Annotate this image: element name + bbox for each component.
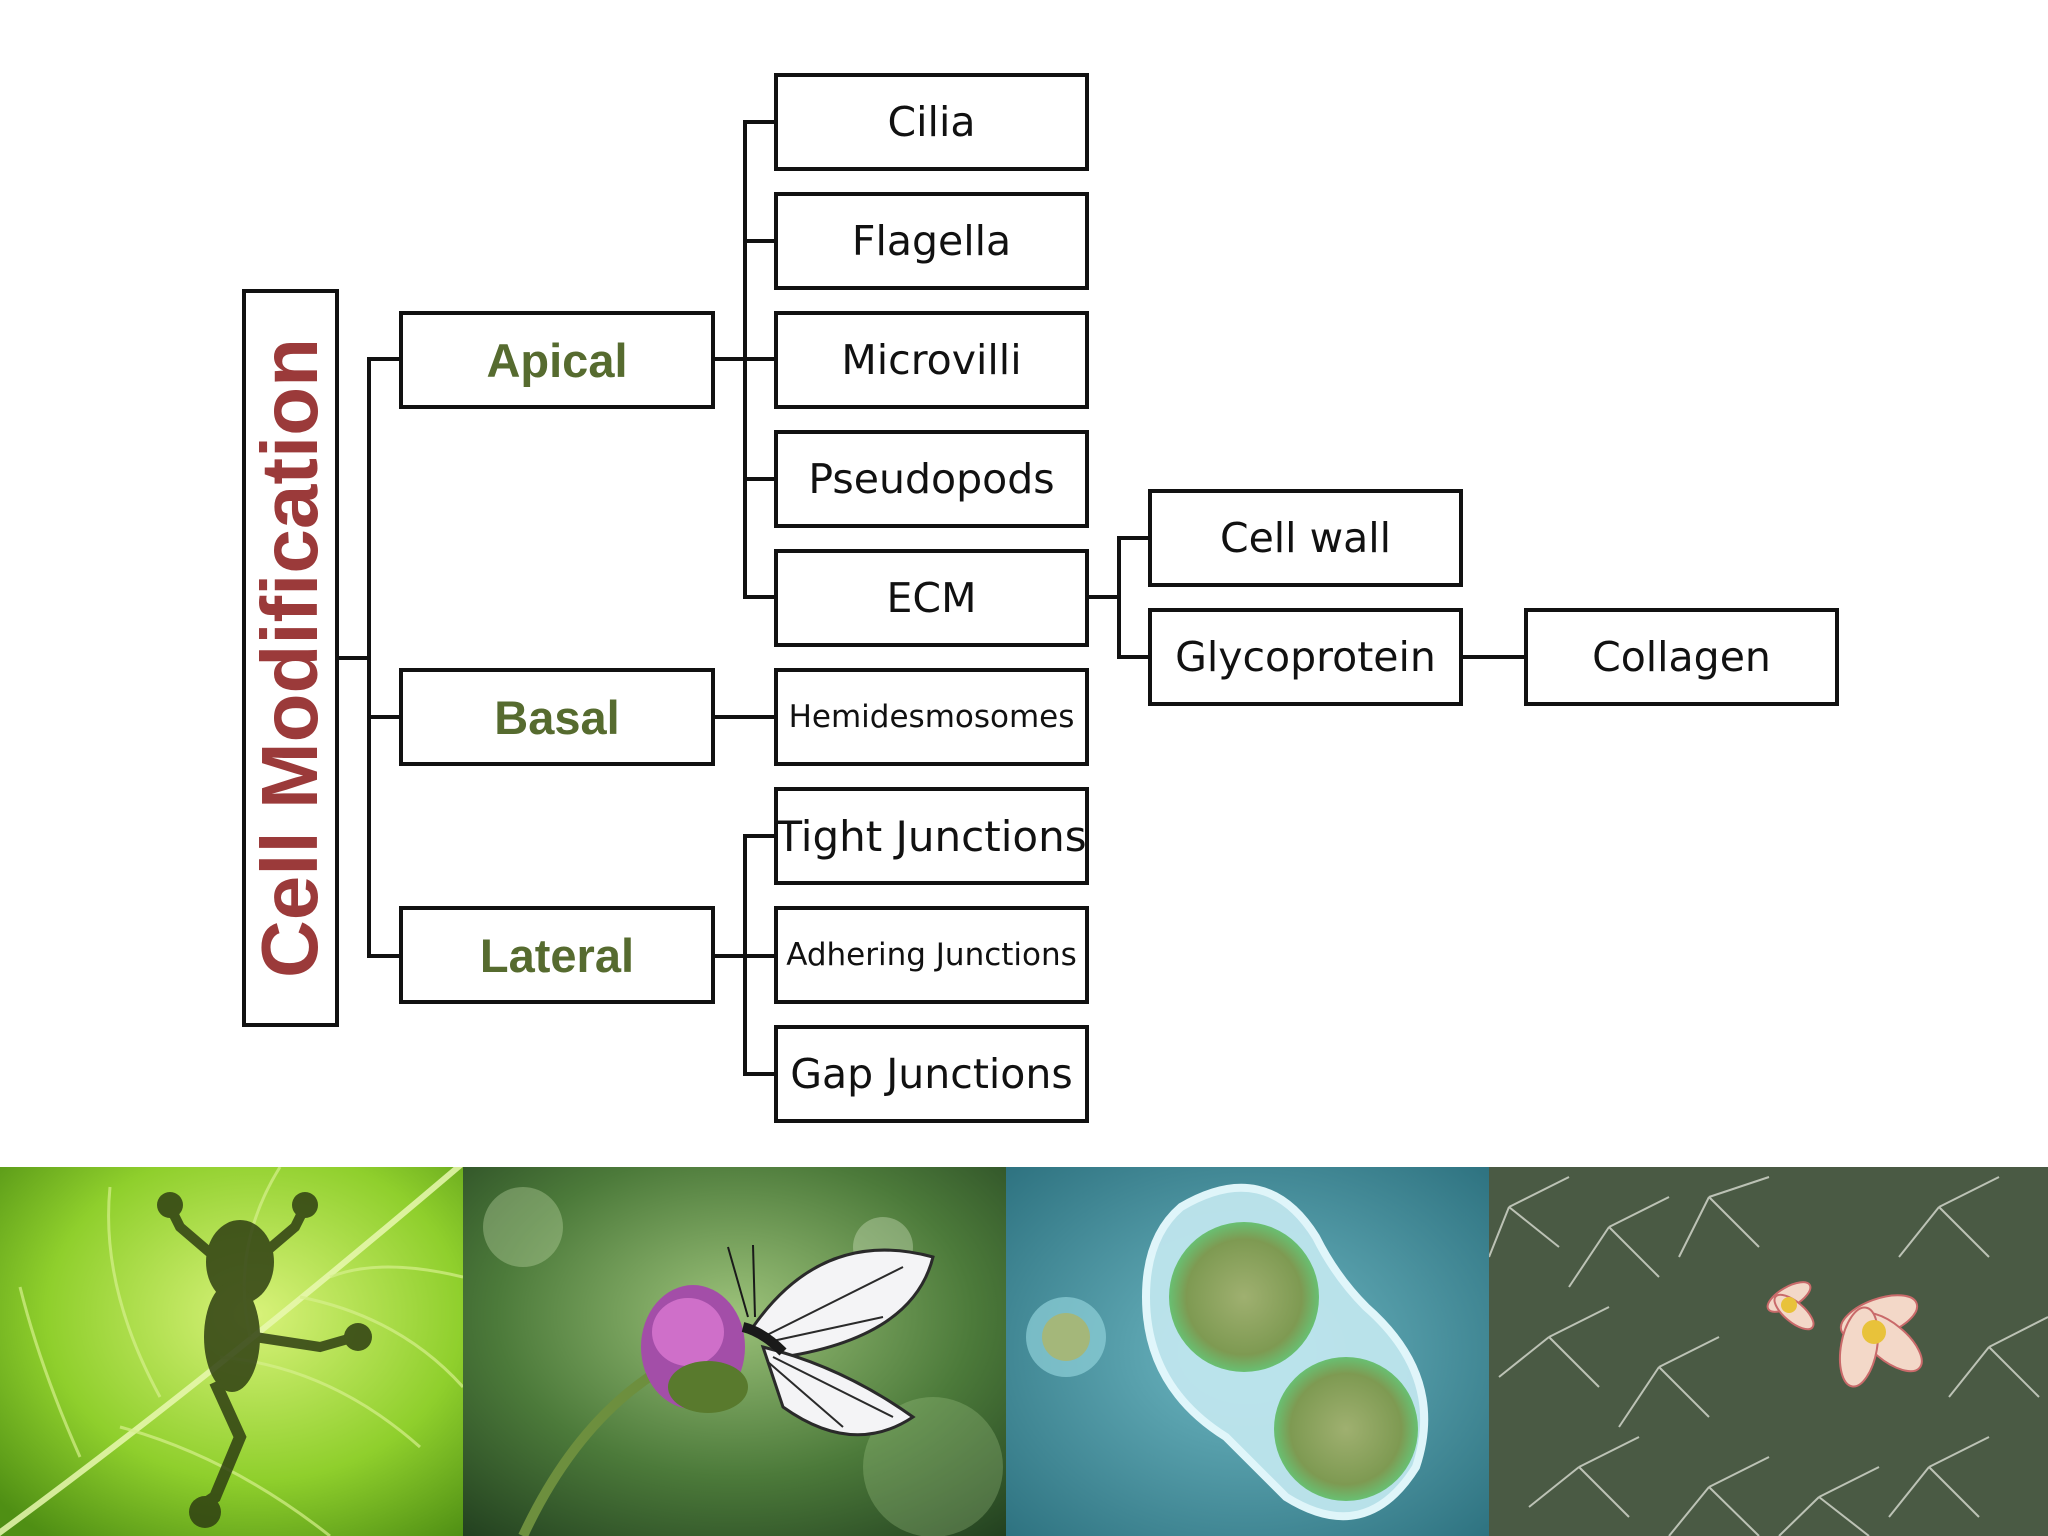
connector bbox=[367, 715, 399, 719]
connector bbox=[1463, 655, 1524, 659]
item-cilia: Cilia bbox=[774, 73, 1089, 171]
connector bbox=[715, 954, 745, 958]
item-pseudopods: Pseudopods bbox=[774, 430, 1089, 528]
connector bbox=[1117, 536, 1121, 659]
connector bbox=[743, 120, 774, 124]
connector bbox=[743, 954, 774, 958]
item-glycoprotein: Glycoprotein bbox=[1148, 608, 1463, 706]
item-hemidesmosomes: Hemidesmosomes bbox=[774, 668, 1089, 766]
cactus-image bbox=[1489, 1167, 2048, 1536]
butterfly-image bbox=[463, 1167, 1006, 1536]
item-cell-wall: Cell wall bbox=[1148, 489, 1463, 587]
connector bbox=[743, 834, 774, 838]
connector bbox=[743, 595, 774, 599]
item-ecm: ECM bbox=[774, 549, 1089, 647]
root-title: Cell Modification bbox=[245, 338, 334, 978]
item-tight-junctions: Tight Junctions bbox=[774, 787, 1089, 885]
connector bbox=[715, 715, 774, 719]
cell-division-image bbox=[1006, 1167, 1489, 1536]
connector bbox=[367, 357, 371, 958]
category-basal: Basal bbox=[399, 668, 715, 766]
item-flagella: Flagella bbox=[774, 192, 1089, 290]
frog-leaf-photo bbox=[0, 1167, 463, 1536]
connector bbox=[743, 357, 774, 361]
item-adhering-junctions: Adhering Junctions bbox=[774, 906, 1089, 1004]
cactus-photo bbox=[1489, 1167, 2048, 1536]
item-microvilli: Microvilli bbox=[774, 311, 1089, 409]
connector bbox=[715, 357, 745, 361]
root-box bbox=[242, 289, 339, 1027]
connector bbox=[743, 239, 774, 243]
cell-division-photo bbox=[1006, 1167, 1489, 1536]
item-gap-junctions: Gap Junctions bbox=[774, 1025, 1089, 1123]
connector bbox=[367, 954, 399, 958]
category-apical: Apical bbox=[399, 311, 715, 409]
item-collagen: Collagen bbox=[1524, 608, 1839, 706]
category-lateral: Lateral bbox=[399, 906, 715, 1004]
connector bbox=[743, 1072, 774, 1076]
connector bbox=[743, 477, 774, 481]
frog-leaf-image bbox=[0, 1167, 463, 1536]
butterfly-photo bbox=[463, 1167, 1006, 1536]
connector bbox=[1089, 595, 1119, 599]
connector bbox=[339, 656, 369, 660]
connector bbox=[1117, 655, 1148, 659]
connector bbox=[367, 357, 399, 361]
connector bbox=[1117, 536, 1148, 540]
